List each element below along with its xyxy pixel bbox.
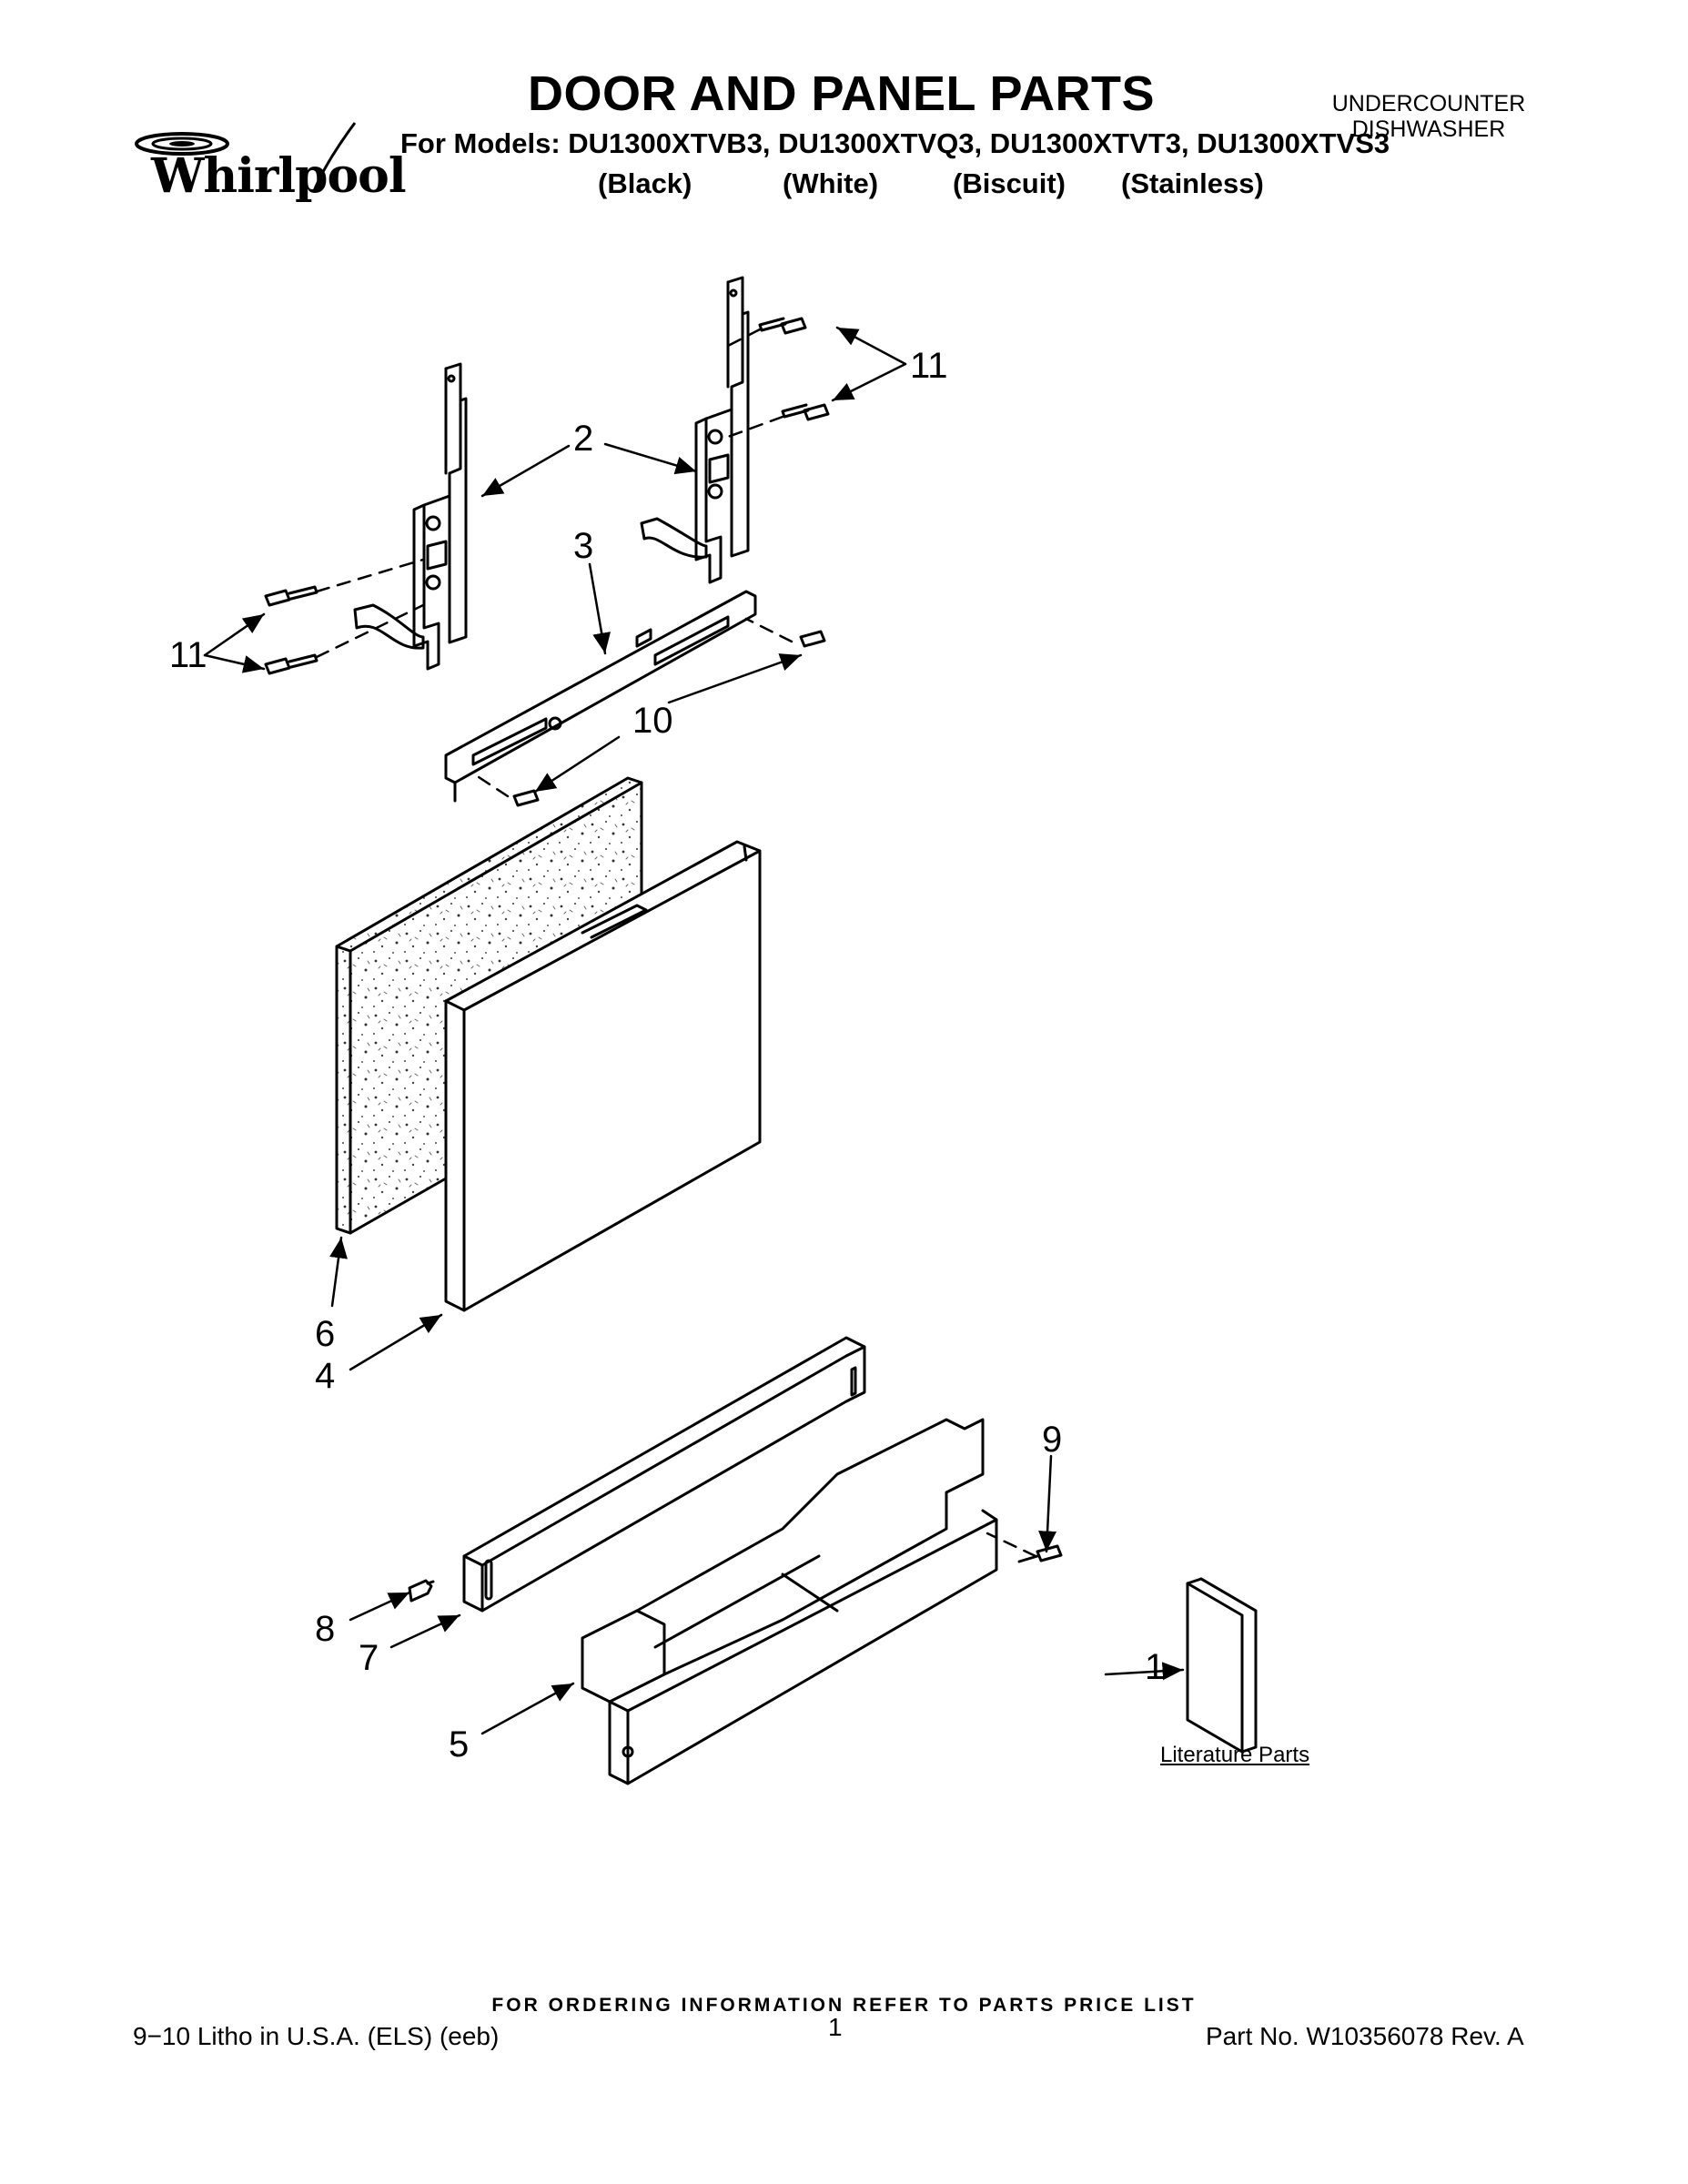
callout-6: 6 [315, 1314, 336, 1354]
callout-2: 2 [573, 419, 594, 459]
callout-5: 5 [449, 1724, 470, 1764]
print-info: 9−10 Litho in U.S.A. (ELS) (eeb) [133, 2022, 500, 2050]
finish-stainless: (Stainless) [1121, 167, 1264, 199]
callout-10: 10 [632, 701, 673, 741]
callout-9: 9 [1042, 1420, 1063, 1460]
product-line-2: DISHWASHER [1351, 116, 1506, 142]
callout-1: 1 [1145, 1647, 1166, 1687]
page-title: DOOR AND PANEL PARTS [527, 66, 1156, 121]
ordering-note: FOR ORDERING INFORMATION REFER TO PARTS … [491, 1995, 1197, 2016]
kick-plate [581, 1418, 998, 1785]
product-type: UNDERCOUNTER DISHWASHER [1292, 91, 1565, 142]
toe-panel-strip [462, 1336, 866, 1613]
callout-4: 4 [315, 1356, 336, 1396]
whirlpool-logo [135, 122, 357, 192]
literature-booklet [1186, 1577, 1258, 1754]
callout-11-left: 11 [169, 635, 207, 675]
screw-alignment-dashes [315, 328, 1037, 1558]
callout-7: 7 [359, 1638, 379, 1678]
clip [408, 1579, 435, 1603]
callout-8: 8 [315, 1609, 336, 1649]
finish-white: (White) [783, 167, 879, 199]
product-line-1: UNDERCOUNTER [1331, 91, 1526, 116]
left-hinge-bracket [353, 362, 468, 671]
hinge-screws [264, 317, 1063, 1563]
finish-biscuit: (Biscuit) [953, 167, 1066, 199]
callout-3: 3 [573, 526, 594, 566]
page-number: 1 [828, 2013, 843, 2041]
right-hinge-bracket [640, 276, 750, 584]
brand-wordmark: Whirlpool [151, 148, 407, 204]
literature-parts-label: Literature Parts [1160, 1743, 1310, 1767]
leader-lines [203, 326, 1185, 1735]
mounting-rail [444, 590, 757, 803]
callout-11-right: 11 [910, 346, 948, 386]
part-number: Part No. W10356078 Rev. A [1206, 2022, 1524, 2050]
outer-door-panel [444, 840, 762, 1312]
models-line: For Models: DU1300XTVB3, DU1300XTVQ3, DU… [400, 127, 1390, 159]
finish-black: (Black) [598, 167, 692, 199]
